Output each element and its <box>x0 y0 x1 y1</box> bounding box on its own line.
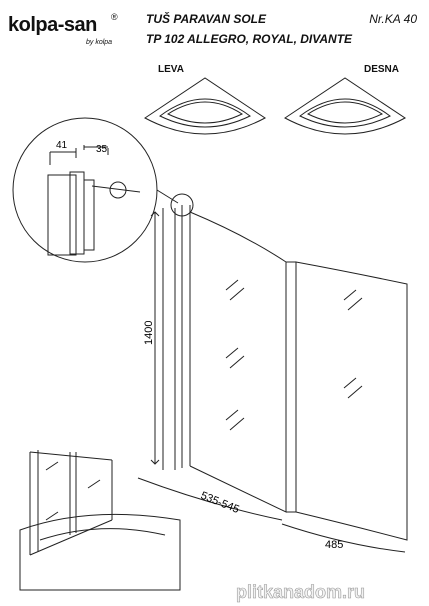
detail-dim-41: 41 <box>56 140 68 151</box>
detail-dim-35: 35 <box>96 144 108 155</box>
variant-left-label: LEVA <box>158 64 184 75</box>
installed-view-thumbnail <box>19 450 181 591</box>
drawing-subtitle: TP 102 ALLEGRO, ROYAL, DIVANTE <box>146 32 353 46</box>
brand-sub: by kolpa <box>86 39 113 46</box>
document-number: Nr.KA 40 <box>369 12 417 26</box>
bathtub-left-view <box>144 77 266 135</box>
panel-width-label: 535-545 <box>199 490 241 516</box>
height-dim-label: 1400 <box>143 321 155 345</box>
bathtub-right-view <box>284 77 406 135</box>
title-block: kolpa-san ® by kolpa TUŠ PARAVAN SOLE TP… <box>8 8 421 46</box>
variant-right-label: DESNA <box>364 64 400 75</box>
brand-logo: kolpa-san <box>8 14 97 36</box>
registered-mark-icon: ® <box>111 12 118 22</box>
shower-screen <box>162 205 408 541</box>
profile-detail <box>12 117 194 263</box>
height-dimension <box>150 211 160 465</box>
drawing-title: TUŠ PARAVAN SOLE <box>146 12 267 26</box>
width-dimensions <box>137 477 406 553</box>
watermark: plitkanadom.ru <box>236 582 366 603</box>
lower-width-label: 485 <box>325 539 343 551</box>
